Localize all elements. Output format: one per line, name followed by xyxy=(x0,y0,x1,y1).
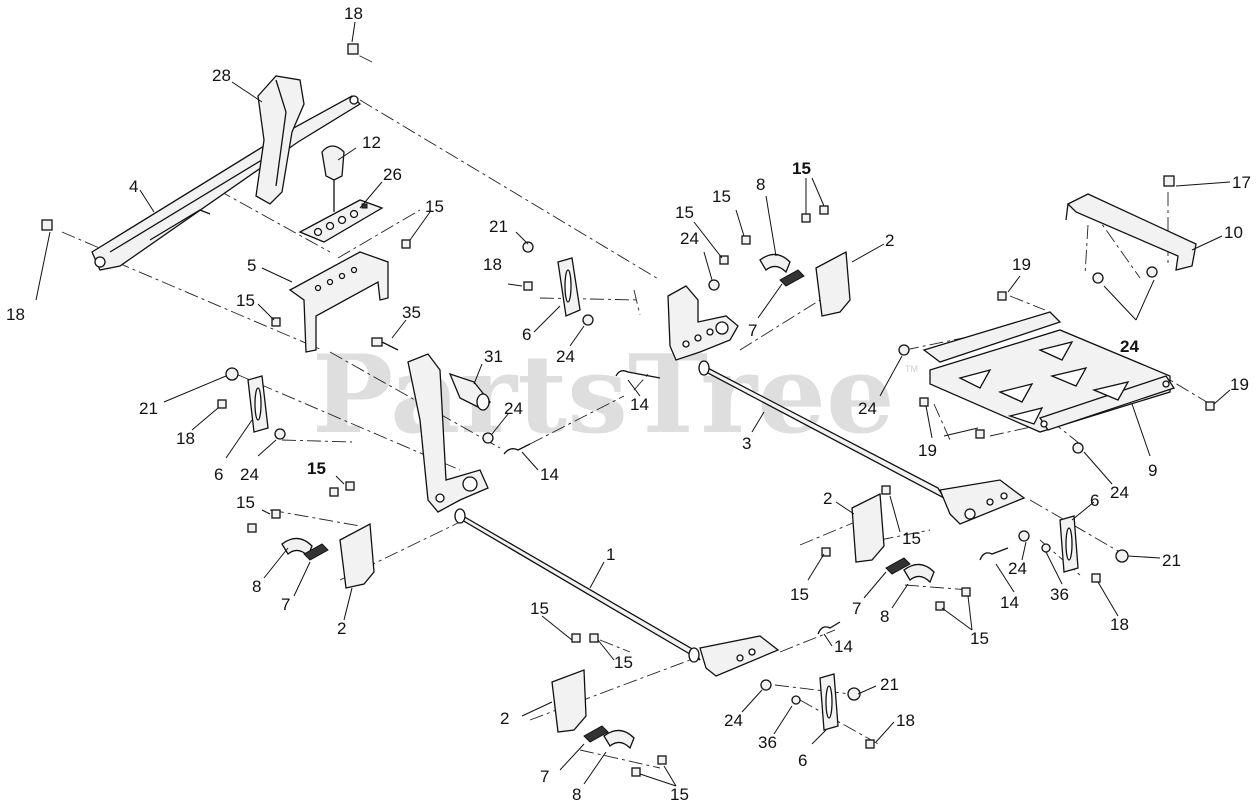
callout-15: 15 xyxy=(670,785,689,804)
callout-18: 18 xyxy=(344,4,363,23)
callout-21: 21 xyxy=(1162,551,1181,570)
callout-24: 24 xyxy=(556,347,575,366)
callout-8: 8 xyxy=(572,785,581,804)
callout-18: 18 xyxy=(483,255,502,274)
callout-15: 15 xyxy=(425,197,444,216)
hardware-bolts xyxy=(41,43,1215,777)
callout-18: 18 xyxy=(6,305,25,324)
callout-24: 24 xyxy=(504,399,523,418)
lever-bracket xyxy=(288,251,389,353)
callout-35: 35 xyxy=(402,303,421,322)
callout-14: 14 xyxy=(630,395,649,414)
callout-labels: 18 28 12 4 26 15 18 5 15 35 21 18 6 24 3… xyxy=(6,4,1251,804)
callout-18: 18 xyxy=(176,429,195,448)
callout-18: 18 xyxy=(896,711,915,730)
callout-9: 9 xyxy=(1148,461,1157,480)
callout-5: 5 xyxy=(247,256,256,275)
callout-18: 18 xyxy=(1110,615,1129,634)
callout-24: 24 xyxy=(724,711,743,730)
pivot-bolt xyxy=(371,337,399,351)
callout-19: 19 xyxy=(1230,375,1249,394)
callout-28: 28 xyxy=(212,66,231,85)
callout-19: 19 xyxy=(1012,255,1031,274)
callout-21: 21 xyxy=(139,399,158,418)
callout-21: 21 xyxy=(880,675,899,694)
callout-6: 6 xyxy=(522,325,531,344)
foot-plate xyxy=(922,311,1176,433)
callout-6: 6 xyxy=(1090,491,1099,510)
callout-2: 2 xyxy=(823,489,832,508)
callout-15: 15 xyxy=(675,203,694,222)
callout-15: 15 xyxy=(236,291,255,310)
callout-24: 24 xyxy=(240,465,259,484)
lift-lever-arm xyxy=(91,95,362,271)
callout-1: 1 xyxy=(606,545,615,564)
callout-26: 26 xyxy=(383,165,402,184)
callout-15: 15 xyxy=(970,629,989,648)
pivot-spacer xyxy=(448,372,491,411)
lever-knob xyxy=(321,145,345,212)
callout-12: 12 xyxy=(362,133,381,152)
right-lift-arm xyxy=(667,285,739,361)
callout-24: 24 xyxy=(1110,483,1129,502)
leader-lines xyxy=(35,21,1231,787)
callout-10: 10 xyxy=(1224,223,1243,242)
callout-36: 36 xyxy=(1050,585,1069,604)
callout-14: 14 xyxy=(1000,593,1019,612)
callout-21: 21 xyxy=(489,217,508,236)
callout-6: 6 xyxy=(798,751,807,770)
lever-handle-grip xyxy=(255,75,305,205)
callout-8: 8 xyxy=(252,577,261,596)
upper-lift-rod xyxy=(698,360,1026,525)
callout-6: 6 xyxy=(214,465,223,484)
callout-15: 15 xyxy=(307,459,326,478)
callout-8: 8 xyxy=(880,607,889,626)
callout-14: 14 xyxy=(540,465,559,484)
watermark-text: PartsTree xyxy=(312,332,895,458)
callout-14: 14 xyxy=(834,637,853,656)
watermark-trademark: TM xyxy=(905,364,918,374)
callout-7: 7 xyxy=(540,767,549,786)
callout-15: 15 xyxy=(712,187,731,206)
callout-15: 15 xyxy=(236,493,255,512)
indicator-decal xyxy=(298,199,384,243)
callout-24: 24 xyxy=(1008,559,1027,578)
callout-7: 7 xyxy=(852,599,861,618)
callout-24: 24 xyxy=(1120,337,1139,356)
link-plates xyxy=(247,257,1079,731)
callout-24: 24 xyxy=(680,229,699,248)
callout-2: 2 xyxy=(885,231,894,250)
callout-8: 8 xyxy=(756,175,765,194)
callout-7: 7 xyxy=(748,321,757,340)
callout-15: 15 xyxy=(792,159,811,178)
side-brackets xyxy=(281,250,935,750)
callout-31: 31 xyxy=(484,347,503,366)
callout-15: 15 xyxy=(530,599,549,618)
left-lift-arm xyxy=(407,353,489,513)
callout-15: 15 xyxy=(902,529,921,548)
lower-lift-rod xyxy=(454,508,780,677)
plate-bracket xyxy=(1065,193,1197,271)
callout-2: 2 xyxy=(337,619,346,638)
callout-15: 15 xyxy=(614,653,633,672)
hair-pins xyxy=(503,370,1009,635)
callout-36: 36 xyxy=(758,733,777,752)
callout-4: 4 xyxy=(129,177,138,196)
callout-3: 3 xyxy=(742,434,751,453)
callout-17: 17 xyxy=(1232,173,1251,192)
callout-19: 19 xyxy=(918,441,937,460)
callout-7: 7 xyxy=(281,595,290,614)
callout-24: 24 xyxy=(858,399,877,418)
callout-15: 15 xyxy=(790,585,809,604)
callout-2: 2 xyxy=(500,709,509,728)
